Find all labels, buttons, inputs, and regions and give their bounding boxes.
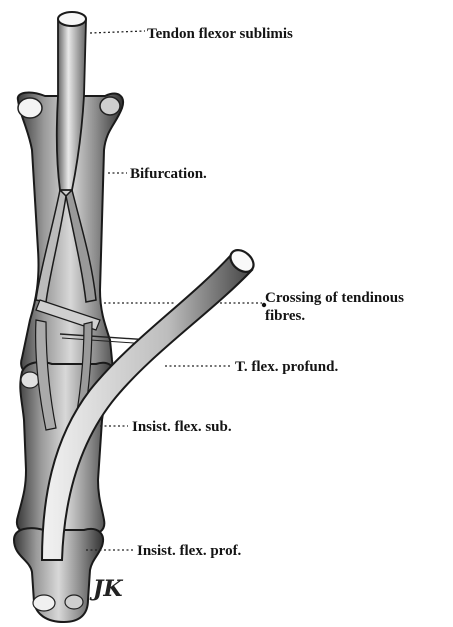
label-insist-flex-prof: Insist. flex. prof. <box>137 544 241 559</box>
label-tendon-flexor-sublimis: Tendon flexor sublimis <box>147 27 293 42</box>
label-bifurcation: Bifurcation. <box>130 167 207 182</box>
label-crossing-of-tendinous: Crossing of tendinous <box>265 291 404 306</box>
label-insist-flex-sub: Insist. flex. sub. <box>132 420 232 435</box>
leader-tendon-sublimis <box>90 31 145 33</box>
label-t-flex-profund: T. flex. profund. <box>235 360 338 375</box>
label-crossing-fibres: fibres. <box>265 309 305 324</box>
artist-monogram: JK <box>93 578 123 600</box>
